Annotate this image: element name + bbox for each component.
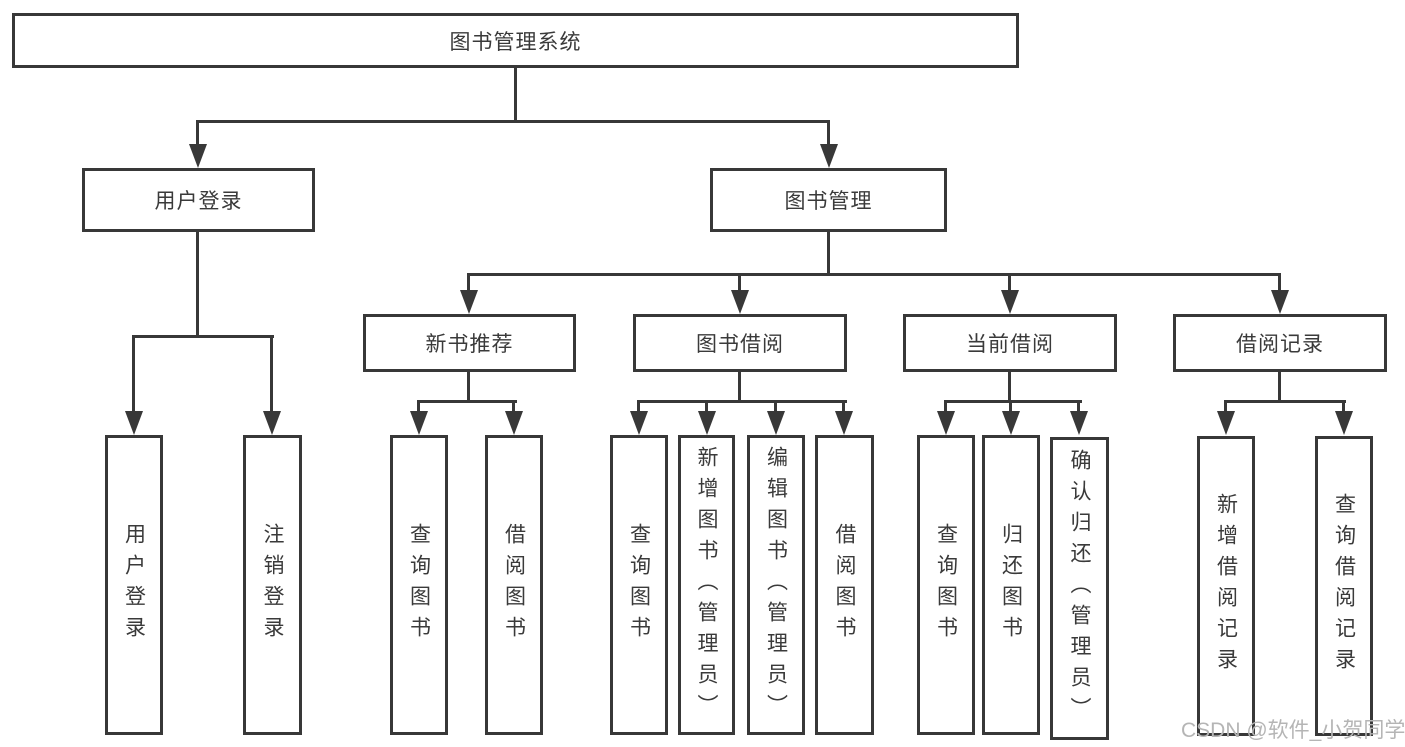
leaf-newbook-borrow-books: 借阅图书 <box>485 435 543 735</box>
connector-new-book-hline <box>417 400 517 403</box>
arrowhead-user-login <box>189 144 207 168</box>
connector-drop-leaf-user-login <box>132 335 135 415</box>
leaf-user-login: 用户登录 <box>105 435 163 735</box>
arrowhead-book-borrow <box>731 290 749 314</box>
connector-drop-cb-confirm <box>1077 400 1080 416</box>
connector-book-borrow-stem <box>738 372 741 400</box>
node-library-system: 图书管理系统 <box>12 13 1019 68</box>
leaf-add-borrow-record: 新增借阅记录 <box>1197 436 1255 736</box>
arrowhead-br-add <box>1217 411 1235 435</box>
node-book-borrow: 图书借阅 <box>633 314 847 372</box>
leaf-logout: 注销登录 <box>243 435 302 735</box>
leaf-add-books-admin: 新增图书（管理员） <box>678 435 735 735</box>
node-user-login: 用户登录 <box>82 168 315 232</box>
arrowhead-bb-query <box>630 411 648 435</box>
leaf-query-borrow-record: 查询借阅记录 <box>1315 436 1373 736</box>
connector-current-borrow-hline <box>944 400 1082 403</box>
leaf-add-books-admin-label: 新增图书（管理员） <box>695 445 718 725</box>
connector-drop-bb-edit <box>774 400 777 416</box>
connector-root-hline <box>196 120 830 123</box>
leaf-return-books: 归还图书 <box>982 435 1040 735</box>
arrowhead-new-book <box>460 290 478 314</box>
csdn-watermark: CSDN @软件_小贺同学 <box>1181 719 1405 742</box>
connector-drop-cb-query <box>944 400 947 416</box>
connector-book-borrow-hline <box>637 400 847 403</box>
connector-drop-bb-query <box>637 400 640 416</box>
connector-drop-cb-return <box>1009 400 1012 416</box>
arrowhead-nb-query <box>410 411 428 435</box>
connector-drop-nb-query <box>417 400 420 416</box>
arrowhead-br-query <box>1335 411 1353 435</box>
connector-current-borrow-stem <box>1008 372 1011 400</box>
leaf-borrow-query-books: 查询图书 <box>610 435 668 735</box>
node-borrow-records: 借阅记录 <box>1173 314 1387 372</box>
leaf-user-login-label: 用户登录 <box>122 523 146 647</box>
connector-new-book-stem <box>467 372 470 400</box>
connector-root-stem <box>514 68 517 120</box>
connector-user-login-hline <box>132 335 274 338</box>
connector-drop-user-login <box>196 120 199 150</box>
node-current-borrow: 当前借阅 <box>903 314 1117 372</box>
arrowhead-leaf-user-login <box>125 411 143 435</box>
leaf-confirm-return-admin: 确认归还（管理员） <box>1050 437 1109 740</box>
connector-book-management-hline <box>467 273 1281 276</box>
leaf-return-books-label: 归还图书 <box>999 523 1023 647</box>
node-book-management: 图书管理 <box>710 168 947 232</box>
arrowhead-nb-borrow <box>505 411 523 435</box>
leaf-newbook-query-books-label: 查询图书 <box>407 523 431 647</box>
arrowhead-cb-confirm <box>1070 411 1088 435</box>
connector-drop-book-management <box>827 120 830 150</box>
arrowhead-bb-edit <box>767 411 785 435</box>
arrowhead-current-borrow <box>1001 290 1019 314</box>
connector-drop-book-borrow <box>738 273 741 295</box>
arrowhead-book-management <box>820 144 838 168</box>
connector-drop-current-borrow <box>1008 273 1011 295</box>
connector-drop-new-book <box>467 273 470 295</box>
arrowhead-borrow-records <box>1271 290 1289 314</box>
connector-user-login-stem <box>196 232 199 335</box>
leaf-borrow-query-books-label: 查询图书 <box>627 523 651 647</box>
leaf-confirm-return-admin-label: 确认归还（管理员） <box>1068 449 1091 728</box>
connector-borrow-records-hline <box>1224 400 1346 403</box>
node-new-book-recommend: 新书推荐 <box>363 314 576 372</box>
leaf-borrow-books: 借阅图书 <box>815 435 874 735</box>
connector-drop-leaf-logout <box>270 335 273 415</box>
leaf-newbook-borrow-books-label: 借阅图书 <box>502 523 526 647</box>
arrowhead-leaf-logout <box>263 411 281 435</box>
connector-drop-br-add <box>1224 400 1227 416</box>
leaf-borrow-books-label: 借阅图书 <box>833 523 856 647</box>
leaf-edit-books-admin-label: 编辑图书（管理员） <box>764 445 788 725</box>
connector-drop-borrow-records <box>1278 273 1281 295</box>
connector-drop-bb-borrow <box>842 400 845 416</box>
connector-drop-bb-add <box>705 400 708 416</box>
leaf-query-borrow-record-label: 查询借阅记录 <box>1332 493 1356 679</box>
connector-book-management-stem <box>827 232 830 273</box>
leaf-edit-books-admin: 编辑图书（管理员） <box>747 435 805 735</box>
leaf-add-borrow-record-label: 新增借阅记录 <box>1214 493 1238 679</box>
connector-drop-br-query <box>1342 400 1345 416</box>
arrowhead-bb-borrow <box>835 411 853 435</box>
connector-drop-nb-borrow <box>512 400 515 416</box>
leaf-logout-label: 注销登录 <box>261 523 284 647</box>
connector-borrow-records-stem <box>1278 372 1281 400</box>
arrowhead-bb-add <box>698 411 716 435</box>
arrowhead-cb-return <box>1002 411 1020 435</box>
leaf-current-query-books: 查询图书 <box>917 435 975 735</box>
leaf-current-query-books-label: 查询图书 <box>934 523 958 647</box>
arrowhead-cb-query <box>937 411 955 435</box>
leaf-newbook-query-books: 查询图书 <box>390 435 448 735</box>
